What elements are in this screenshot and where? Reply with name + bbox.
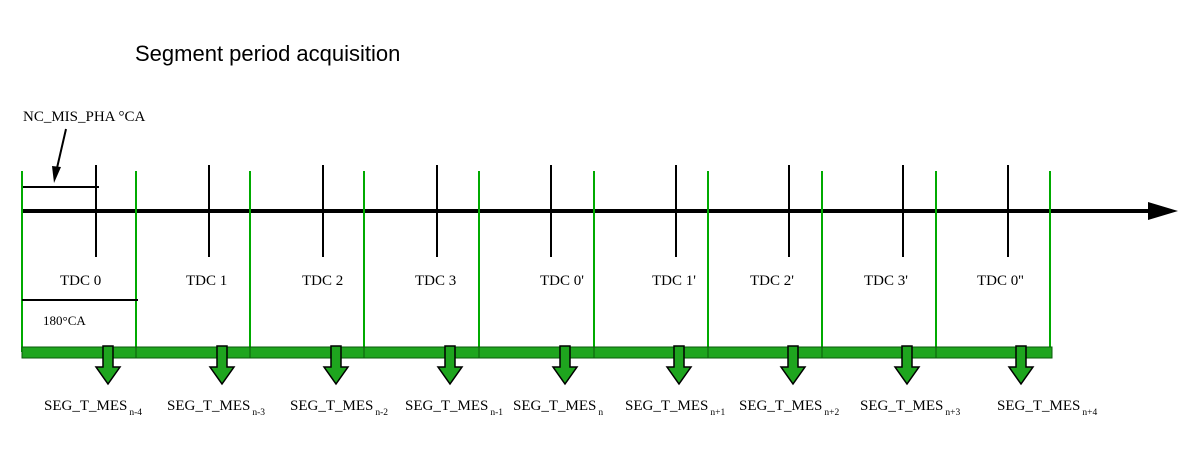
tdc-label: TDC 0'' (977, 273, 1024, 289)
segment-arrows (94, 345, 1035, 386)
segment-down-arrow (779, 345, 807, 386)
tdc-label: TDC 3 (415, 273, 456, 289)
tdc-label: TDC 0 (60, 273, 101, 289)
angle-label: 180°CA (43, 313, 86, 328)
segment-bar (21, 346, 1053, 359)
segment-down-arrow (208, 345, 236, 386)
segment-down-arrow (322, 345, 350, 386)
segment-down-arrow (436, 345, 464, 386)
segment-down-arrow (1007, 345, 1035, 386)
segment-down-arrow (893, 345, 921, 386)
tdc-label: TDC 3' (864, 273, 908, 289)
tdc-label: TDC 1' (652, 273, 696, 289)
nc-pointer-arrow-shaft (56, 128, 67, 169)
tdc-marks (95, 165, 1009, 257)
tdc-label: TDC 2 (302, 273, 343, 289)
segment-down-arrow (94, 345, 122, 386)
nc-mis-pha-label: NC_MIS_PHA °CA (23, 109, 145, 125)
diagram-title: Segment period acquisition (135, 41, 400, 66)
tdc-label: TDC 2' (750, 273, 794, 289)
tdc-label: TDC 0' (540, 273, 584, 289)
segment-boundaries (21, 171, 1051, 352)
tdc-labels: TDC 0 TDC 1 TDC 2 TDC 3 TDC 0' TDC 1' TDC 2' TD… (60, 273, 1024, 289)
segment-down-arrow (665, 345, 693, 386)
nc-pointer-arrow-head (52, 166, 61, 183)
tdc-label: TDC 1 (186, 273, 227, 289)
axis-arrowhead (1148, 202, 1178, 220)
segment-bar-dividers (135, 347, 937, 358)
segment-down-arrow (551, 345, 579, 386)
